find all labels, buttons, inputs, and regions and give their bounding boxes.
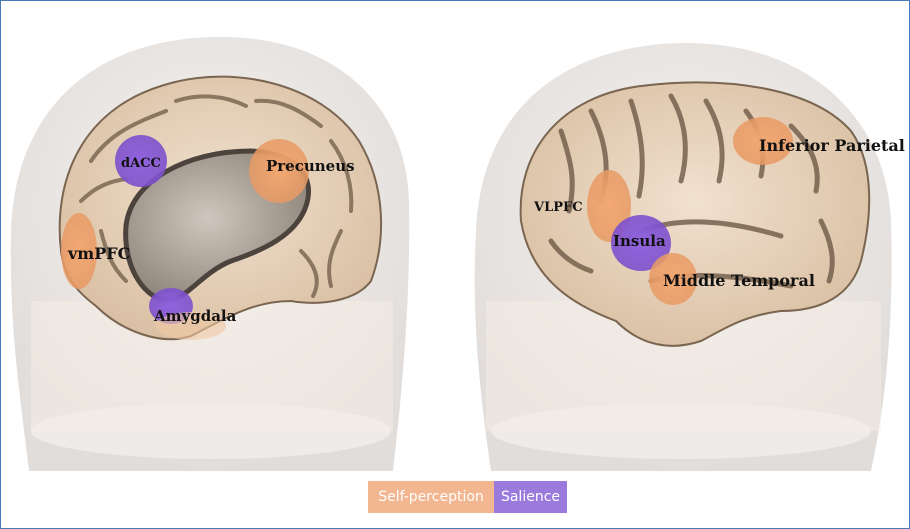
label-insula: Insula: [613, 232, 666, 250]
legend-self-perception: Self-perception: [368, 481, 494, 513]
legend-salience: Salience: [494, 481, 567, 513]
left-brain-medial: [60, 77, 381, 339]
label-vlpfc: VLPFC: [533, 200, 583, 215]
legend: Self-perception Salience: [368, 481, 567, 513]
label-middle-temporal: Middle Temporal: [663, 271, 815, 290]
label-amygdala: Amygdala: [153, 307, 237, 325]
label-precuneus: Precuneus: [266, 157, 355, 175]
label-inferior-parietal: Inferior Parietal: [759, 136, 905, 155]
label-vmpfc: vmPFC: [67, 244, 130, 263]
label-dacc: dACC: [121, 156, 161, 171]
